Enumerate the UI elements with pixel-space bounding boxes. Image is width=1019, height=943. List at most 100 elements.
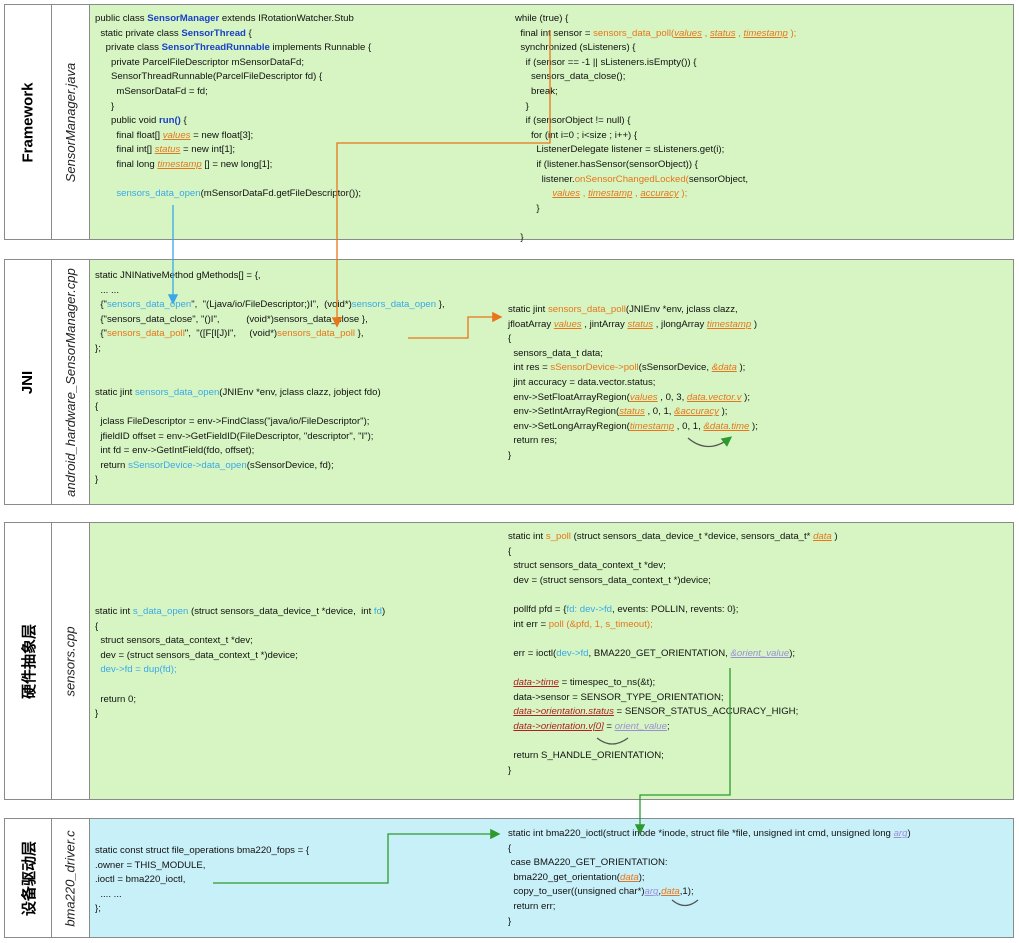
framework-panel: Framework SensorManager.java public clas… — [4, 4, 1014, 243]
file-label: SensorManager.java — [52, 5, 90, 239]
code-line: dev = (struct sensors_data_context_t *)d… — [95, 649, 298, 661]
code-line: } — [95, 708, 99, 720]
code-line: jfieldID offset = env->GetFieldID(FileDe… — [95, 430, 374, 442]
code-block: static JNINativeMethod gMethods[] = {, .… — [95, 269, 445, 488]
code-line: int res = sSensorDevice->poll(sSensorDev… — [508, 362, 746, 374]
code-line: } — [515, 100, 529, 112]
code-line: return S_HANDLE_ORIENTATION; — [508, 749, 664, 761]
code-line: } — [515, 202, 540, 214]
code-line: static int bma220_ioctl(struct inode *in… — [508, 828, 911, 839]
return-mark — [687, 436, 733, 448]
code-block: public class SensorManager extends IRota… — [95, 12, 371, 202]
code-line: jint accuracy = data.vector.status; — [508, 376, 656, 388]
code-line: static int s_poll (struct sensors_data_d… — [508, 531, 838, 542]
code-line: ListenerDelegate listener = sListeners.g… — [515, 144, 725, 156]
arrow-fops — [213, 828, 501, 884]
code-line: break; — [515, 85, 558, 97]
code-line: sensors_data_close(); — [515, 71, 626, 83]
layer-label: 硬件抽象层 — [5, 523, 52, 799]
code-line: { — [508, 333, 512, 345]
code-line: env->SetLongArrayRegion(timestamp , 0, 1… — [508, 420, 758, 432]
jni-content: static JNINativeMethod gMethods[] = {, .… — [90, 260, 1013, 504]
code-line: } — [508, 764, 512, 776]
code-line: mSensorDataFd = fd; — [95, 85, 208, 97]
code-line: ... ... — [95, 284, 119, 296]
code-line: }; — [95, 342, 101, 354]
code-line: private class SensorThreadRunnable imple… — [95, 42, 372, 54]
code-line: .... ... — [95, 888, 122, 900]
code-line: {"sensors_data_poll", "([F[I[J)I", (void… — [95, 328, 364, 340]
code-line: static jint sensors_data_open(JNIEnv *en… — [95, 386, 381, 398]
code-line: return 0; — [95, 693, 137, 705]
code-line: sensors_data_t data; — [508, 347, 603, 359]
framework-content: public class SensorManager extends IRota… — [90, 5, 1013, 243]
code-line: data->sensor = SENSOR_TYPE_ORIENTATION; — [508, 691, 724, 703]
code-line: } — [508, 449, 512, 461]
code-line: int err = poll (&pfd, 1, s_timeout); — [508, 618, 653, 630]
code-line: copy_to_user((unsigned char*)arg,data,1)… — [508, 886, 694, 898]
code-line: dev = (struct sensors_data_context_t *)d… — [508, 574, 711, 586]
layer-label: JNI — [5, 260, 52, 504]
code-line: if (sensor == -1 || sListeners.isEmpty()… — [515, 56, 697, 68]
file-label: bma220_driver.c — [52, 819, 90, 937]
file-label: android_hardware_SensorManager.cpp — [52, 260, 90, 504]
code-line: values , timestamp , accuracy ); — [552, 188, 688, 200]
code-line: case BMA220_GET_ORIENTATION: — [508, 857, 668, 869]
code-line: env->SetIntArrayRegion(status , 0, 1, &a… — [508, 406, 728, 418]
code-line: data->time = timespec_to_ns(&t); — [513, 676, 656, 688]
jni-panel: JNI android_hardware_SensorManager.cpp s… — [4, 259, 1014, 505]
code-line: final long timestamp [] = new long[1]; — [95, 158, 273, 170]
code-line: env->SetFloatArrayRegion(values , 0, 3, … — [508, 391, 751, 403]
code-block: while (true) { final int sensor = sensor… — [515, 12, 796, 246]
code-line: jfloatArray values , jintArray status , … — [508, 318, 758, 330]
code-line: private ParcelFileDescriptor mSensorData… — [95, 56, 305, 68]
code-line: final int sensor = sensors_data_poll(val… — [515, 27, 797, 39]
code-line: .owner = THIS_MODULE, — [95, 859, 206, 871]
code-line: struct sensors_data_context_t *dev; — [95, 635, 253, 647]
code-line: struct sensors_data_context_t *dev; — [508, 560, 666, 572]
code-block: static jint sensors_data_poll(JNIEnv *en… — [508, 303, 758, 464]
code-line: return err; — [508, 900, 556, 912]
code-line: return sSensorDevice->data_open(sSensorD… — [95, 459, 334, 471]
code-line: for (int i=0 ; i<size ; i++) { — [515, 129, 638, 141]
code-line: return res; — [508, 435, 558, 447]
driver-panel: 设备驱动层 bma220_driver.c static const struc… — [4, 818, 1014, 938]
arrow-ioctl — [634, 668, 731, 835]
code-line: {"sensors_data_close", "()I", (void*)sen… — [95, 313, 368, 325]
code-line: { — [508, 842, 512, 854]
code-line: static int s_data_open (struct sensors_d… — [95, 606, 386, 617]
code-line: .ioctl = bma220_ioctl, — [95, 874, 186, 886]
code-line: static JNINativeMethod gMethods[] = {, — [95, 270, 261, 281]
code-line: listener.onSensorChangedLocked(sensorObj… — [515, 173, 749, 185]
code-block: static int s_data_open (struct sensors_d… — [95, 605, 385, 722]
layer-label: Framework — [5, 5, 52, 239]
code-line: public void run() { — [95, 115, 187, 127]
code-line: } — [95, 474, 99, 486]
code-block: static int s_poll (struct sensors_data_d… — [508, 530, 838, 778]
code-line: static const struct file_operations bma2… — [95, 845, 310, 856]
code-line: sensors_data_open(mSensorDataFd.getFileD… — [116, 188, 362, 200]
code-line: public class SensorManager extends IRota… — [95, 13, 354, 24]
code-line: if (listener.hasSensor(sensorObject)) { — [515, 158, 698, 170]
arrow-poll-impl — [408, 311, 503, 339]
code-block: static int bma220_ioctl(struct inode *in… — [508, 827, 911, 929]
code-line: { — [95, 620, 99, 632]
code-line: synchronized (sListeners) { — [515, 42, 636, 54]
code-block: static const struct file_operations bma2… — [95, 844, 309, 917]
return-mark — [596, 737, 629, 745]
code-line: static private class SensorThread { — [95, 27, 252, 39]
hal-content: static int s_data_open (struct sensors_d… — [90, 523, 1013, 799]
code-line: { — [508, 545, 512, 557]
code-line: static jint sensors_data_poll(JNIEnv *en… — [508, 304, 738, 315]
code-line: while (true) { — [515, 13, 569, 24]
file-label: sensors.cpp — [52, 523, 90, 799]
code-line: }; — [95, 903, 101, 915]
hal-panel: 硬件抽象层 sensors.cpp static int s_data_open… — [4, 522, 1014, 800]
code-line: err = ioctl(dev->fd, BMA220_GET_ORIENTAT… — [508, 647, 796, 659]
code-line: } — [515, 231, 524, 243]
code-line: } — [95, 100, 115, 112]
code-line: {"sensors_data_open", "(Ljava/io/FileDes… — [95, 299, 445, 311]
code-line: data->orientation.status = SENSOR_STATUS… — [513, 706, 799, 718]
code-line: jclass FileDescriptor = env->FindClass("… — [95, 415, 370, 427]
